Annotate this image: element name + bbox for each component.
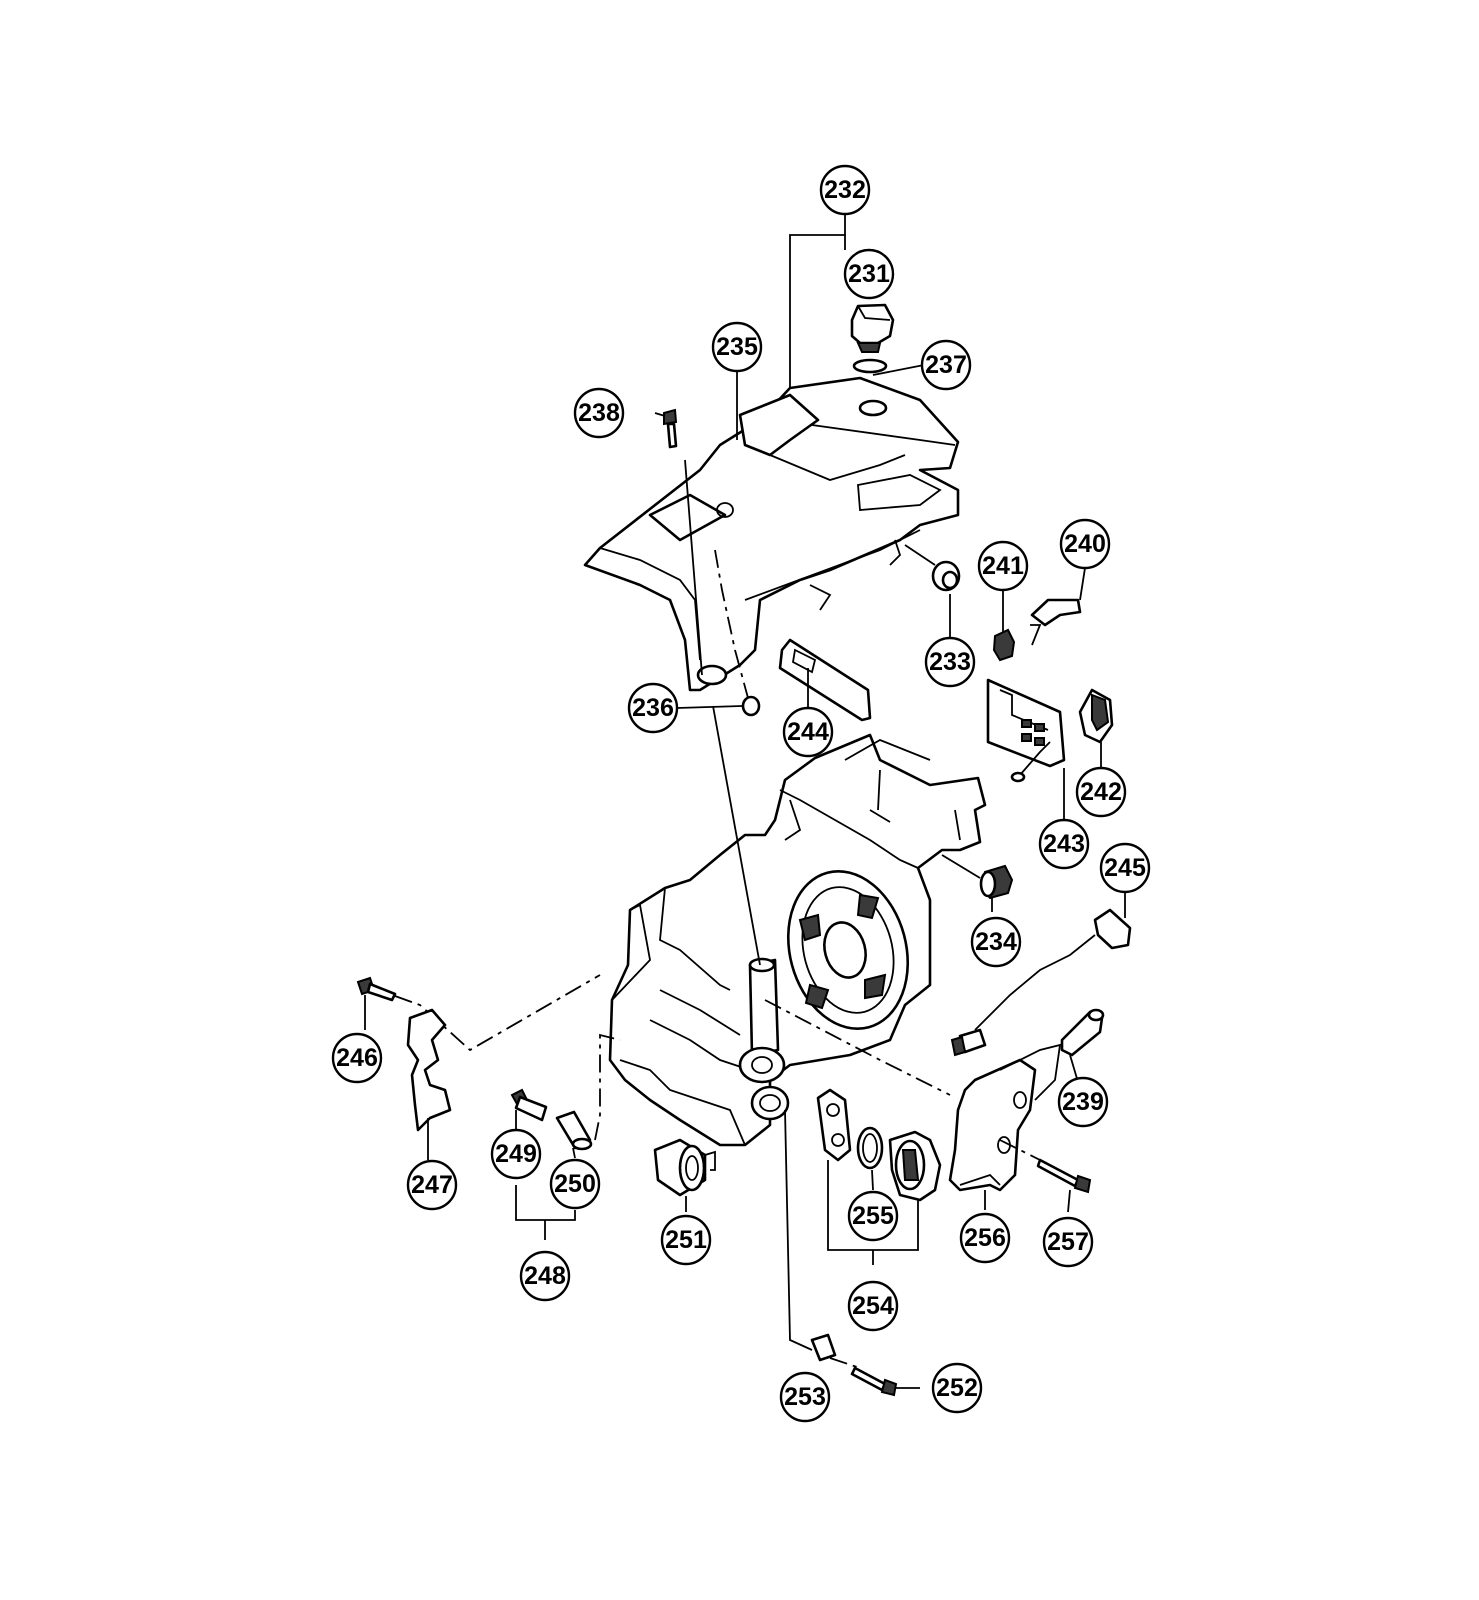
callout-253: 253 [779,1371,831,1423]
callout-241: 241 [977,540,1029,592]
callout-247: 247 [406,1159,458,1211]
cable-245-part [950,908,1132,1057]
screw-238-part [663,408,703,676]
callout-235: 235 [711,321,763,373]
callout-label: 244 [787,718,829,746]
callout-label: 234 [975,928,1017,956]
callout-label: 257 [1047,1228,1089,1256]
callout-246: 246 [331,1032,383,1084]
callout-label: 233 [929,648,971,676]
callout-label: 252 [936,1374,978,1402]
callout-234: 234 [970,916,1022,968]
leader-lines [364,215,1126,1389]
callout-label: 240 [1064,530,1106,558]
callout-label: 239 [1062,1088,1104,1116]
oil-pump-254-part [888,1130,942,1202]
o-ring-255-part [856,1126,884,1170]
grommet-233-part [904,544,961,592]
callout-231: 231 [843,248,895,300]
bolt-257-part [999,1139,1092,1194]
callout-label: 254 [852,1292,894,1320]
callout-237: 237 [920,339,972,391]
grommet-234-part [941,854,1014,900]
bearing-251-part [653,1138,716,1197]
callout-242: 242 [1075,766,1127,818]
callout-label: 237 [925,351,967,379]
bolt-252-part [850,1366,898,1397]
callout-249: 249 [490,1128,542,1180]
gasket-part [816,1088,852,1162]
callout-label: 251 [665,1226,707,1254]
callout-243: 243 [1038,818,1090,870]
callout-251: 251 [660,1214,712,1266]
pin-253-part [810,1333,861,1369]
callout-245: 245 [1099,842,1151,894]
callout-254: 254 [847,1280,899,1332]
callout-label: 247 [411,1171,453,1199]
callout-label: 236 [632,694,674,722]
callout-238: 238 [573,387,625,439]
callout-label: 238 [578,399,620,427]
plate-244-part [778,638,872,722]
callout-label: 231 [848,260,890,288]
callout-240: 240 [1059,518,1111,570]
handguard-256-part [948,1043,1062,1192]
oil-cap-part [850,303,895,417]
callout-label: 235 [716,333,758,361]
callout-257: 257 [1042,1216,1094,1268]
pin-236-part [714,549,761,717]
callout-label: 232 [824,176,866,204]
callout-label: 241 [982,552,1024,580]
callout-label: 255 [852,1202,894,1230]
callout-label: 245 [1104,854,1146,882]
callout-label: 250 [554,1170,596,1198]
callout-239: 239 [1057,1076,1109,1128]
callout-248: 248 [519,1250,571,1302]
sleeve-239-part [1060,1008,1105,1057]
ring-seal-part [750,1085,813,1351]
pin-249-part [510,1088,548,1122]
callout-label: 243 [1043,830,1085,858]
callout-244: 244 [782,706,834,758]
callout-label: 249 [495,1140,537,1168]
bracket-247-part [406,1008,452,1132]
callout-236: 236 [627,682,679,734]
callout-label: 256 [964,1224,1006,1252]
callout-250: 250 [549,1158,601,1210]
callout-256: 256 [959,1212,1011,1264]
callout-label: 242 [1080,778,1122,806]
callout-232: 232 [819,164,871,216]
callout-label: 246 [336,1044,378,1072]
top-cover-part [583,376,960,692]
callout-255: 255 [847,1190,899,1242]
bolt-246-part [356,974,601,1052]
crankcase-part [608,705,987,1147]
switch-assembly-part [986,598,1114,783]
callout-label: 253 [784,1383,826,1411]
callout-233: 233 [924,636,976,688]
bush-250-part [555,1033,621,1151]
callout-label: 248 [524,1262,566,1290]
callout-252: 252 [931,1362,983,1414]
